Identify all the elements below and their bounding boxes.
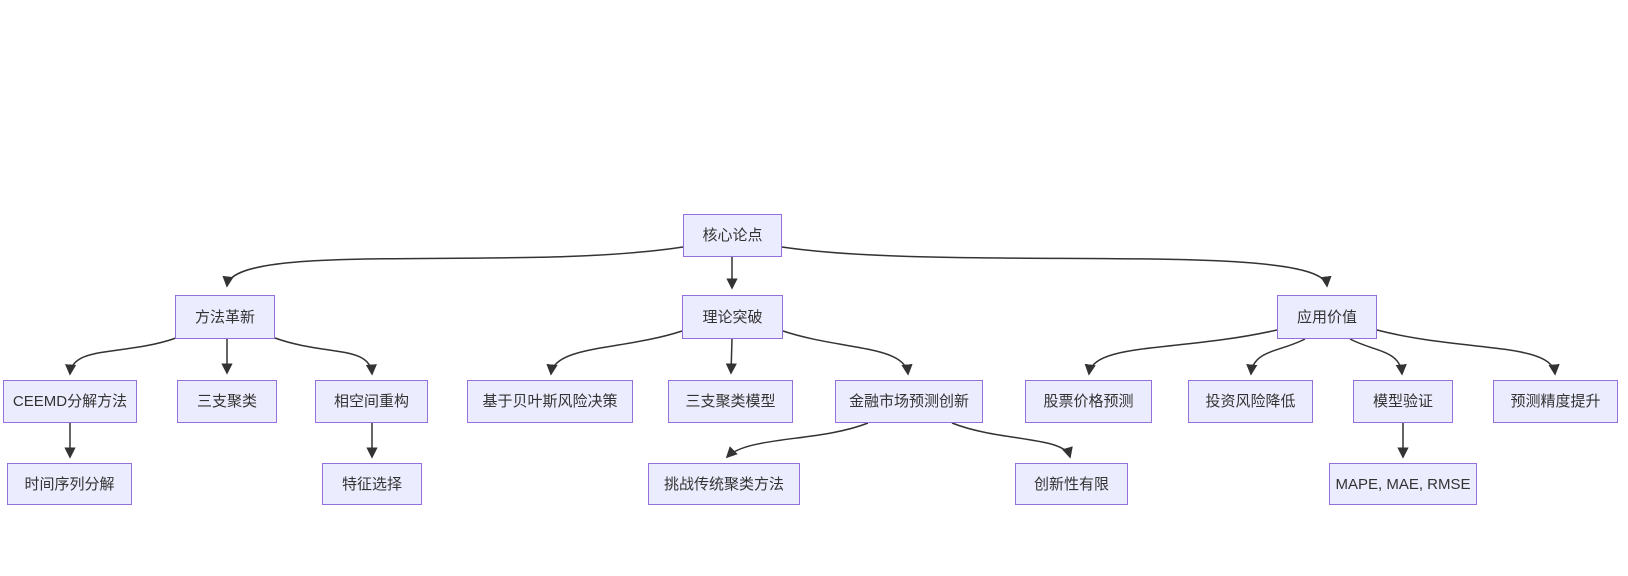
node-financial-market-forecast-innovation: 金融市场预测创新 bbox=[835, 380, 983, 423]
node-label: 模型验证 bbox=[1372, 393, 1433, 410]
edge-theory-finance bbox=[782, 330, 913, 376]
node-label: 金融市场预测创新 bbox=[848, 393, 969, 410]
node-label: 理论突破 bbox=[702, 308, 763, 326]
node-label: CEEMD分解方法 bbox=[12, 393, 128, 410]
node-label: 投资风险降低 bbox=[1205, 393, 1296, 410]
node-stock-price-prediction: 股票价格预测 bbox=[1025, 380, 1152, 423]
node-feature-selection: 特征选择 bbox=[322, 463, 422, 505]
node-label: 股票价格预测 bbox=[1043, 393, 1134, 410]
node-label: 创新性有限 bbox=[1033, 475, 1109, 493]
node-label: 三支聚类 bbox=[196, 393, 257, 410]
edge-application-model-validation bbox=[1349, 338, 1407, 376]
node-label: 方法革新 bbox=[194, 308, 255, 326]
node-time-series-decomposition: 时间序列分解 bbox=[7, 463, 132, 505]
node-evaluation-metrics: MAPE, MAE, RMSE bbox=[1329, 463, 1477, 505]
node-core-thesis: 核心论点 bbox=[683, 214, 782, 257]
edge-method-phase-space bbox=[274, 337, 377, 376]
node-three-way-clustering: 三支聚类 bbox=[177, 380, 277, 423]
node-label: 核心论点 bbox=[702, 227, 763, 244]
node-label: 相空间重构 bbox=[333, 393, 409, 410]
node-theory-breakthrough: 理论突破 bbox=[682, 295, 783, 339]
node-limited-novelty: 创新性有限 bbox=[1015, 463, 1128, 505]
edge-application-stock bbox=[1084, 329, 1278, 376]
node-challenge-traditional-clustering: 挑战传统聚类方法 bbox=[648, 463, 800, 505]
node-phase-space-reconstruction: 相空间重构 bbox=[315, 380, 428, 423]
node-label: 基于贝叶斯风险决策 bbox=[482, 393, 618, 410]
node-label: 挑战传统聚类方法 bbox=[663, 475, 784, 493]
edge-application-risk bbox=[1246, 338, 1306, 376]
edge-finance-challenge bbox=[725, 422, 869, 459]
node-label: 应用价值 bbox=[1296, 308, 1357, 326]
edge-theory-three-way-model bbox=[725, 338, 737, 375]
node-ceemd-decomposition: CEEMD分解方法 bbox=[3, 380, 137, 423]
node-model-validation: 模型验证 bbox=[1353, 380, 1453, 423]
edge-method-ceemd bbox=[65, 337, 177, 376]
edge-application-accuracy bbox=[1376, 329, 1560, 376]
node-label: 特征选择 bbox=[341, 475, 402, 493]
node-three-way-clustering-model: 三支聚类模型 bbox=[668, 380, 793, 423]
node-label: 三支聚类模型 bbox=[685, 393, 776, 410]
node-method-innovation: 方法革新 bbox=[175, 295, 275, 339]
node-prediction-accuracy-improvement: 预测精度提升 bbox=[1493, 380, 1618, 423]
edge-finance-limited-novelty bbox=[951, 422, 1073, 459]
edge-theory-bayes bbox=[546, 330, 683, 376]
node-investment-risk-reduction: 投资风险降低 bbox=[1188, 380, 1313, 423]
node-bayesian-risk-decision: 基于贝叶斯风险决策 bbox=[467, 380, 633, 423]
edge-root-method bbox=[222, 246, 684, 288]
edge-root-application bbox=[781, 246, 1332, 288]
node-label: 时间序列分解 bbox=[24, 475, 115, 493]
node-label: MAPE, MAE, RMSE bbox=[1335, 475, 1471, 493]
node-application-value: 应用价值 bbox=[1277, 295, 1377, 339]
node-label: 预测精度提升 bbox=[1510, 393, 1601, 410]
